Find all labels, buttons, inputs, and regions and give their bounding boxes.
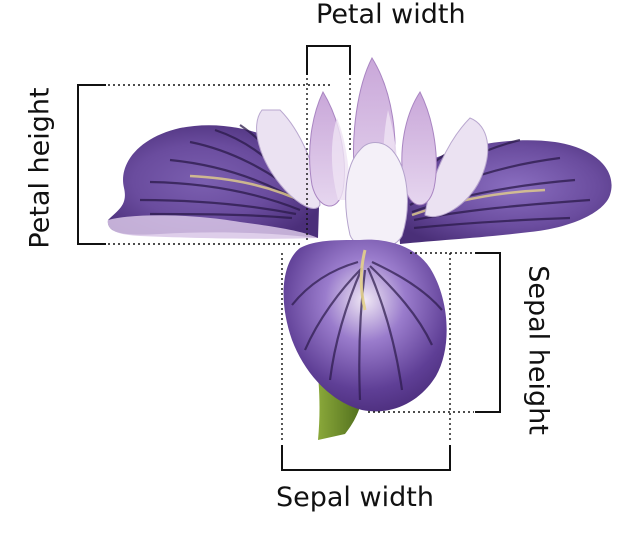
style-crest (345, 142, 408, 250)
sepal-height-bracket (475, 252, 501, 413)
left-wing-petal (256, 109, 321, 209)
petal-width-bracket (306, 45, 351, 75)
petal-height-bracket (77, 84, 106, 245)
sepal-height-label: Sepal height (522, 265, 554, 435)
measurement-guides (77, 45, 501, 471)
petal-height-label: Petal height (24, 87, 56, 249)
sepal-width-label: Sepal width (276, 482, 434, 513)
petal-width-label: Petal width (316, 0, 466, 30)
front-sepal (283, 239, 447, 412)
right-wing-petal (424, 117, 489, 217)
sepal-width-bracket (281, 445, 451, 471)
